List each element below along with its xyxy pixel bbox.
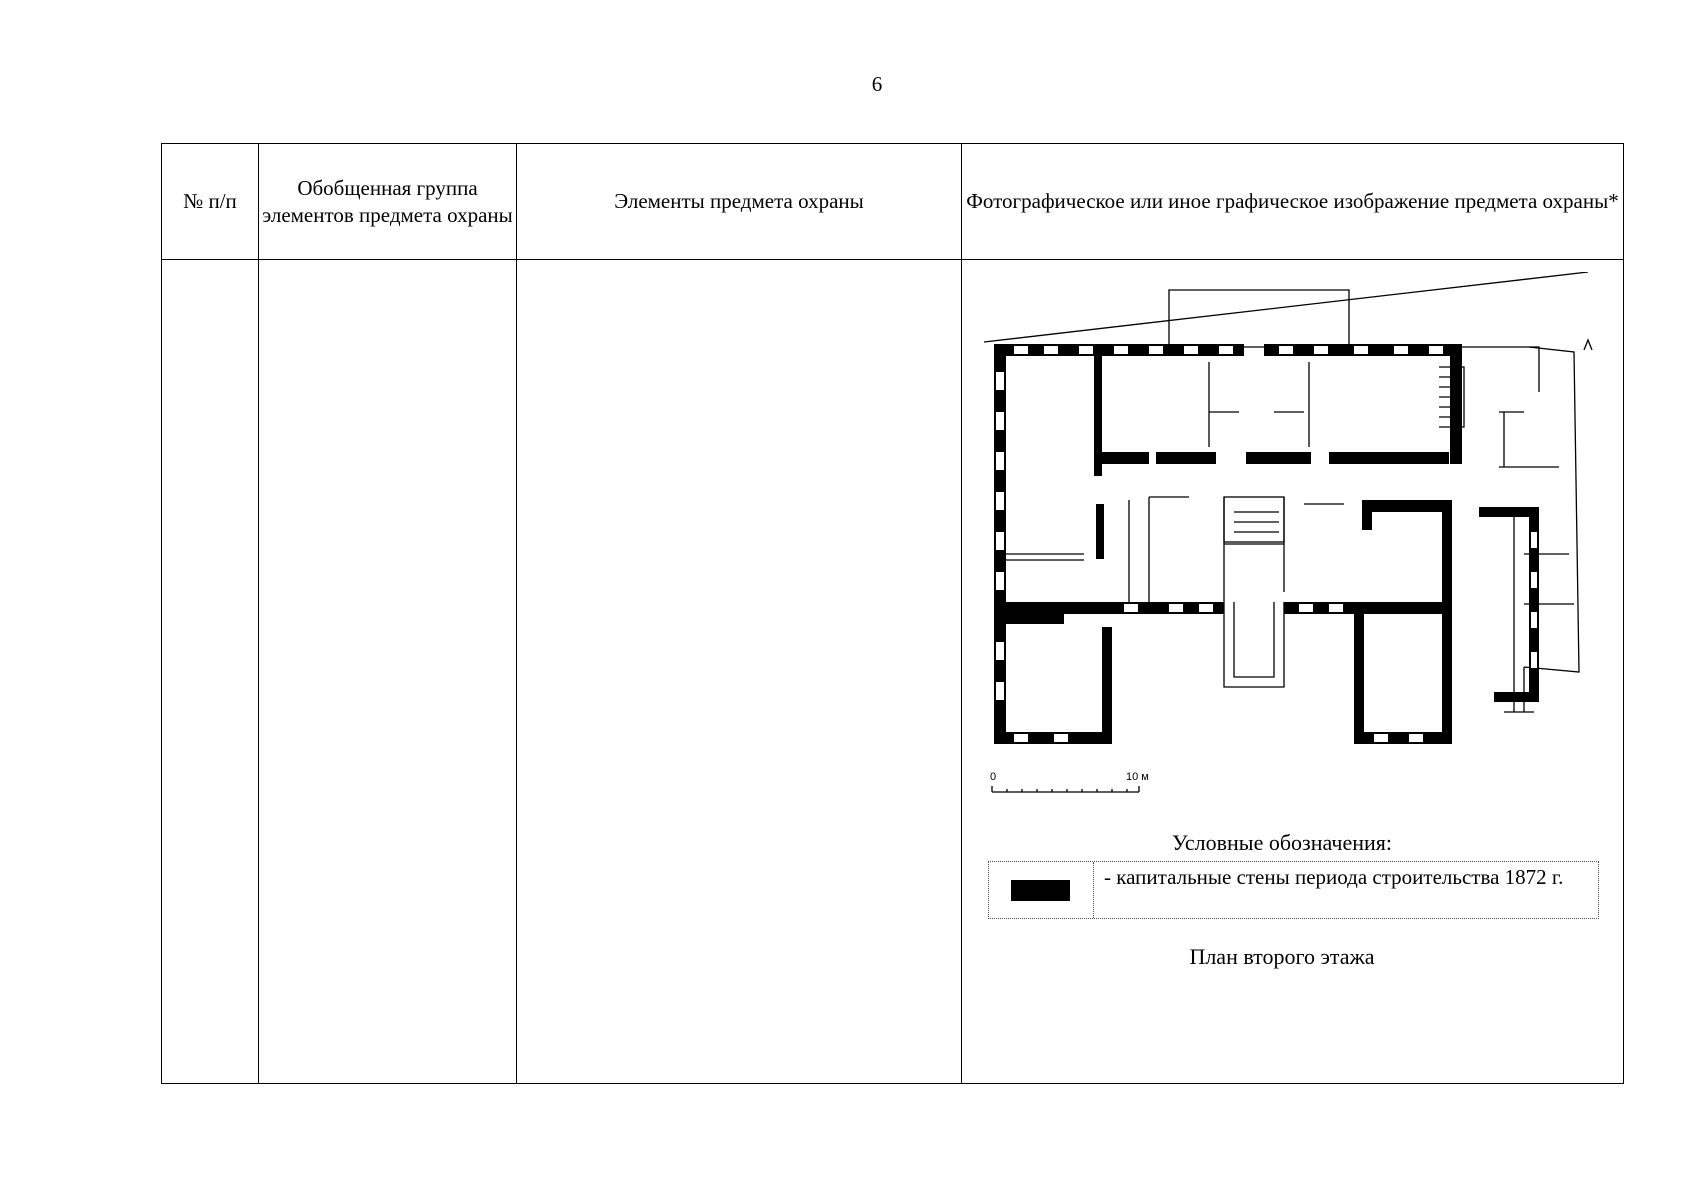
cell-image: 0 10 м Условные обозначения: - капитальн… [961, 259, 1624, 1084]
header-group: Обобщенная группа элементов предмета охр… [258, 143, 517, 260]
scale-end-label: 10 м [1126, 771, 1149, 783]
plan-caption: План второго этажа [1189, 944, 1375, 969]
legend-title: Условные обозначения: [1171, 830, 1393, 855]
table-row: 0 10 м Условные обозначения: - капитальн… [161, 259, 1624, 1084]
cell-num [161, 259, 259, 1084]
table-header-row: № п/п Обобщенная группа элементов предме… [161, 143, 1624, 260]
legend-item-text: - капитальные стены периода строительств… [1104, 865, 1564, 889]
header-elements: Элементы предмета охраны [516, 143, 962, 260]
cell-group [258, 259, 517, 1084]
protection-subject-table: № п/п Обобщенная группа элементов предме… [161, 143, 1624, 1084]
scale-start-label: 0 [990, 771, 996, 783]
cell-elements [516, 259, 962, 1084]
legend-swatch-cell [989, 862, 1094, 918]
floor-plan-drawing: 0 10 м [984, 272, 1593, 793]
legend-swatch-black [1011, 880, 1070, 901]
header-image: Фотографическое или иное графическое изо… [961, 143, 1624, 260]
legend-table: - капитальные стены периода строительств… [988, 861, 1599, 919]
header-num: № п/п [161, 143, 259, 260]
page-number: 6 [871, 72, 883, 96]
